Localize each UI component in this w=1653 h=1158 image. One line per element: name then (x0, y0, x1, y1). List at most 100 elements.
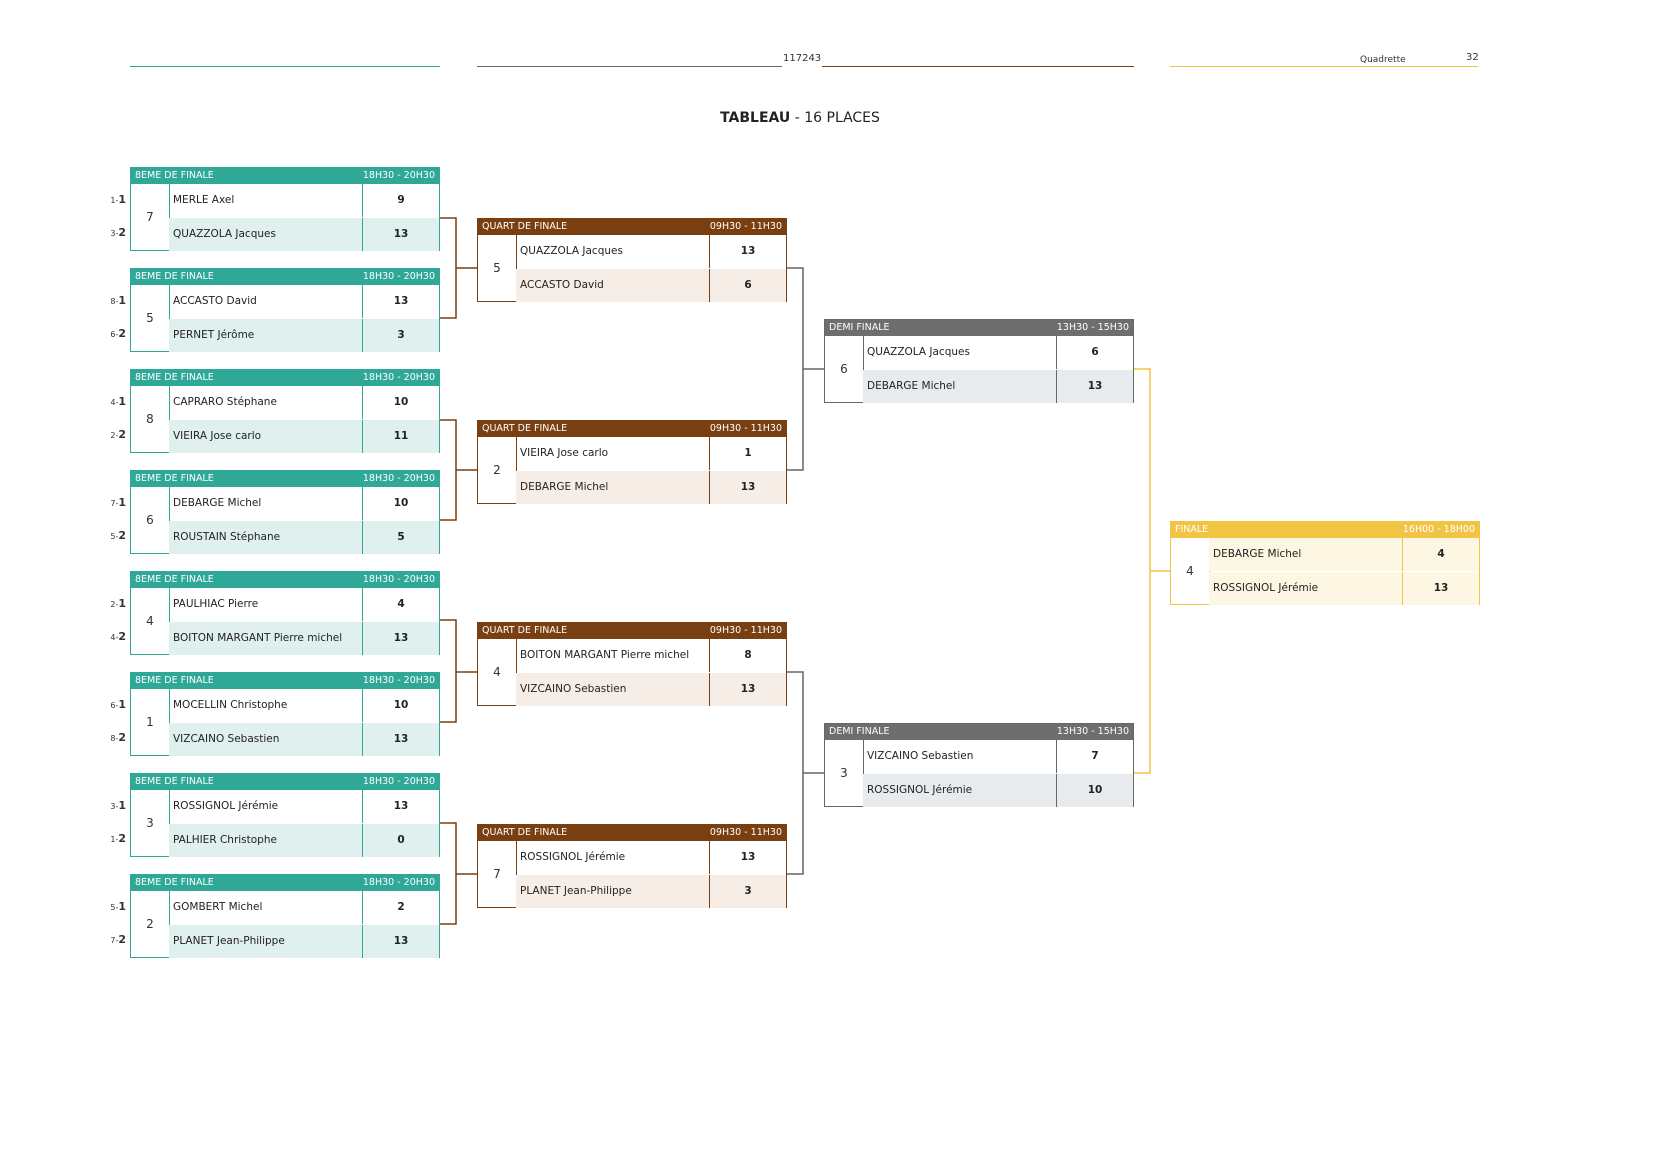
round-label: QUART DE FINALE (482, 625, 568, 636)
team-name: CAPRARO Stéphane (173, 396, 277, 408)
lane-number: 3 (825, 740, 864, 806)
team-name: PERNET Jérôme (173, 329, 255, 341)
team-score: 13 (362, 285, 439, 318)
team-score: 7 (1056, 740, 1133, 773)
seed-group: 5- (110, 903, 119, 912)
team-row: CAPRARO Stéphane 10 (169, 386, 439, 419)
seed-label: 1-2 (106, 832, 126, 845)
team-name: ROSSIGNOL Jérémie (520, 851, 626, 863)
competition-code: 117243 (783, 53, 822, 64)
team-row: PALHIER Christophe 0 (169, 824, 439, 857)
seed-group: 2- (110, 600, 119, 609)
seed-label: 2-1 (106, 597, 126, 610)
round-label: QUART DE FINALE (482, 827, 568, 838)
seed-label: 6-1 (106, 698, 126, 711)
team-name: ACCASTO David (520, 279, 604, 291)
team-name: VIZCAINO Sebastien (520, 683, 627, 695)
team-score: 13 (709, 471, 786, 504)
team-score: 3 (709, 875, 786, 908)
match-time: 13H30 - 15H30 (1056, 726, 1129, 737)
lane-number: 6 (131, 487, 170, 553)
seed-position: 2 (118, 832, 126, 845)
seed-label: 6-2 (106, 327, 126, 340)
team-score: 13 (1402, 572, 1479, 605)
seed-group: 7- (110, 936, 119, 945)
seed-group: 1- (110, 196, 119, 205)
match-time: 18H30 - 20H30 (362, 372, 435, 383)
match-time: 18H30 - 20H30 (362, 675, 435, 686)
seed-label: 3-1 (106, 799, 126, 812)
seed-label: 1-1 (106, 193, 126, 206)
page-number: 32 (1466, 52, 1479, 63)
round-label: 8EME DE FINALE (135, 170, 214, 181)
team-score: 6 (1056, 336, 1133, 369)
team-name: QUAZZOLA Jacques (867, 346, 970, 358)
sf-match-1: DEMI FINALE 13H30 - 15H30 6 QUAZZOLA Jacq… (824, 319, 1134, 403)
seed-position: 2 (118, 529, 126, 542)
match-time: 13H30 - 15H30 (1056, 322, 1129, 333)
seed-label: 5-2 (106, 529, 126, 542)
seed-group: 4- (110, 633, 119, 642)
team-score: 10 (362, 386, 439, 419)
team-name: BOITON MARGANT Pierre michel (173, 632, 343, 644)
seed-label: 7-1 (106, 496, 126, 509)
match-time: 18H30 - 20H30 (362, 473, 435, 484)
connector-qf-2 (785, 671, 804, 875)
lane-number: 2 (131, 891, 170, 957)
seed-position: 1 (118, 496, 126, 509)
match-time: 18H30 - 20H30 (362, 776, 435, 787)
page-title-bold: TABLEAU (720, 110, 791, 126)
team-score: 10 (1056, 774, 1133, 807)
lane-number: 5 (131, 285, 170, 351)
seed-group: 5- (110, 532, 119, 541)
seed-position: 1 (118, 294, 126, 307)
team-row: VIZCAINO Sebastien 13 (516, 673, 786, 706)
team-score: 8 (709, 639, 786, 672)
seed-group: 6- (110, 701, 119, 710)
team-score: 9 (362, 184, 439, 217)
lane-number: 4 (478, 639, 517, 705)
round-label: DEMI FINALE (829, 322, 890, 333)
connector-r16-1 (440, 217, 457, 319)
header-rule-right (1170, 66, 1478, 67)
team-name: PALHIER Christophe (173, 834, 277, 846)
team-name: QUAZZOLA Jacques (520, 245, 623, 257)
team-score: 13 (709, 673, 786, 706)
lane-number: 4 (131, 588, 170, 654)
lane-number: 8 (131, 386, 170, 452)
seed-position: 2 (118, 933, 126, 946)
team-name: DEBARGE Michel (520, 481, 609, 493)
team-name: DEBARGE Michel (867, 380, 956, 392)
seed-group: 2- (110, 431, 119, 440)
seed-position: 2 (118, 327, 126, 340)
seed-group: 6- (110, 330, 119, 339)
team-score: 13 (362, 925, 439, 958)
team-score: 0 (362, 824, 439, 857)
team-score: 13 (362, 723, 439, 756)
team-score: 3 (362, 319, 439, 352)
team-score: 4 (362, 588, 439, 621)
seed-group: 8- (110, 297, 119, 306)
